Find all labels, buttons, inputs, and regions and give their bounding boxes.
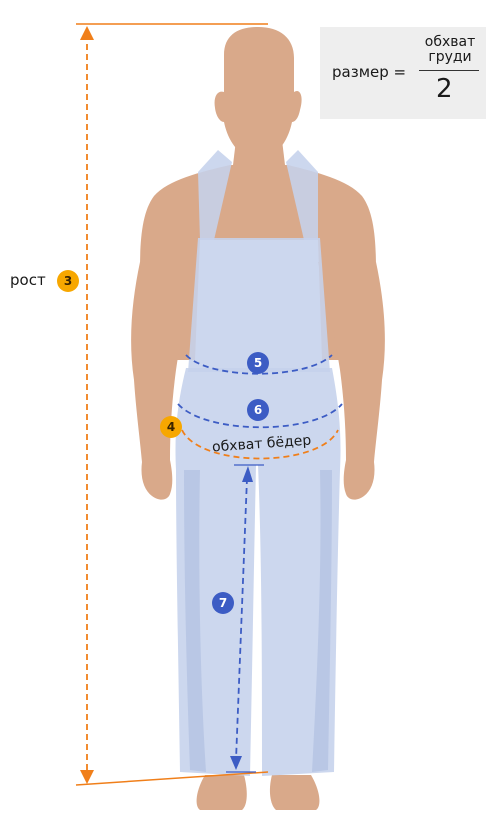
badge-inseam: 7 <box>212 592 234 614</box>
arrow-up-icon <box>80 26 94 40</box>
height-label: рост <box>10 271 46 289</box>
garment-shading <box>184 470 332 772</box>
badge-height: 3 <box>57 270 79 292</box>
arrow-up-icon <box>242 466 253 482</box>
overall-trousers <box>175 368 341 776</box>
arrow-down-icon <box>230 756 242 770</box>
badge-hip: 4 <box>160 416 182 438</box>
right-foot <box>269 775 320 810</box>
formula-numerator: обхват груди <box>424 34 476 65</box>
formula-denominator: 2 <box>436 74 453 104</box>
badge-hip-line: 6 <box>247 399 269 421</box>
inseam-line <box>235 477 248 761</box>
inseam-measure <box>226 464 264 773</box>
left-foot <box>196 775 247 810</box>
overall-garment <box>175 150 341 776</box>
size-formula: размер = обхват груди 2 <box>320 27 486 119</box>
head <box>214 27 302 160</box>
left-strap <box>198 150 232 240</box>
waist-line <box>185 354 333 375</box>
formula-lhs: размер = <box>332 63 407 81</box>
fraction-bar <box>419 70 479 71</box>
left-arm <box>131 262 198 500</box>
badge-waist: 5 <box>247 352 269 374</box>
height-measure <box>75 23 269 786</box>
overall-bib <box>188 238 330 372</box>
right-arm <box>318 262 385 500</box>
right-strap <box>286 150 318 240</box>
arrow-down-icon <box>80 770 94 784</box>
